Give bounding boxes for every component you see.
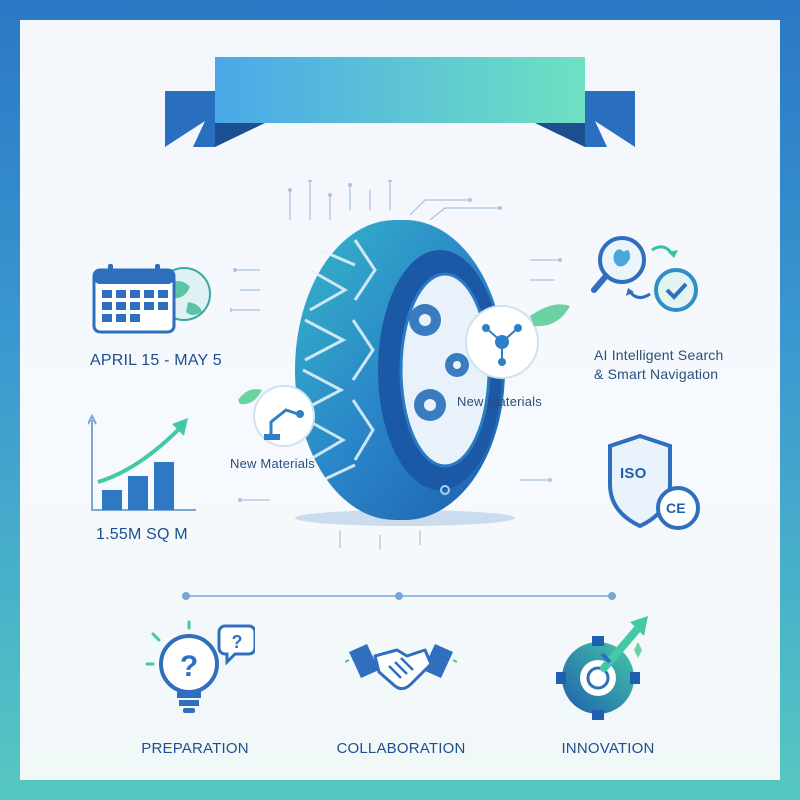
- check-circle-icon: [654, 268, 698, 312]
- dates-label: APRIL 15 - MAY 5: [90, 352, 222, 369]
- new-materials-label-left: New Materials: [230, 456, 315, 471]
- tire-illustration: [295, 220, 515, 526]
- handshake-icon: [345, 644, 457, 691]
- svg-text:?: ?: [180, 650, 198, 683]
- gear-rocket-icon: [556, 616, 648, 720]
- leaf-icon: [238, 389, 262, 405]
- collaboration-label: COLLABORATION: [336, 740, 466, 757]
- new-materials-label-right: New Materials: [457, 394, 542, 409]
- materials-bubble-right: [465, 304, 570, 379]
- lightbulb-question-icon: ? ?: [145, 620, 255, 713]
- circuit-traces: [230, 180, 562, 550]
- growth-chart-icon: [88, 413, 196, 511]
- ribbon-right-tail: [585, 91, 635, 147]
- area-label: 1.55M SQ M: [96, 526, 188, 543]
- speech-bubble-icon: [217, 624, 255, 666]
- brain-icon: [613, 249, 630, 267]
- trend-arrow-icon: [97, 426, 182, 484]
- sparkle-icon: [634, 642, 642, 658]
- ai-search-icon: [591, 236, 698, 312]
- ribbon-left-tail: [165, 91, 215, 147]
- calendar-globe-icon: [92, 264, 211, 334]
- iso-badge-text: ISO: [620, 465, 647, 482]
- materials-bubble-left: [238, 385, 315, 447]
- ai-search-label-line2: & Smart Navigation: [594, 366, 719, 382]
- leaf-icon: [530, 304, 570, 327]
- ai-search-label-line1: AI Intelligent Search: [594, 347, 724, 363]
- ribbon-banner: [165, 57, 635, 147]
- tire-tread: [302, 239, 377, 482]
- iso-shield-icon: [608, 434, 700, 530]
- preparation-label: PREPARATION: [141, 740, 249, 757]
- svg-text:?: ?: [232, 632, 243, 652]
- ribbon-face: [215, 57, 585, 123]
- timeline-connector: [182, 592, 616, 600]
- ce-mark-icon: [656, 486, 700, 530]
- innovation-label: INNOVATION: [561, 740, 655, 757]
- rim-gears: [409, 304, 469, 421]
- ce-mark-text: CE: [666, 500, 686, 516]
